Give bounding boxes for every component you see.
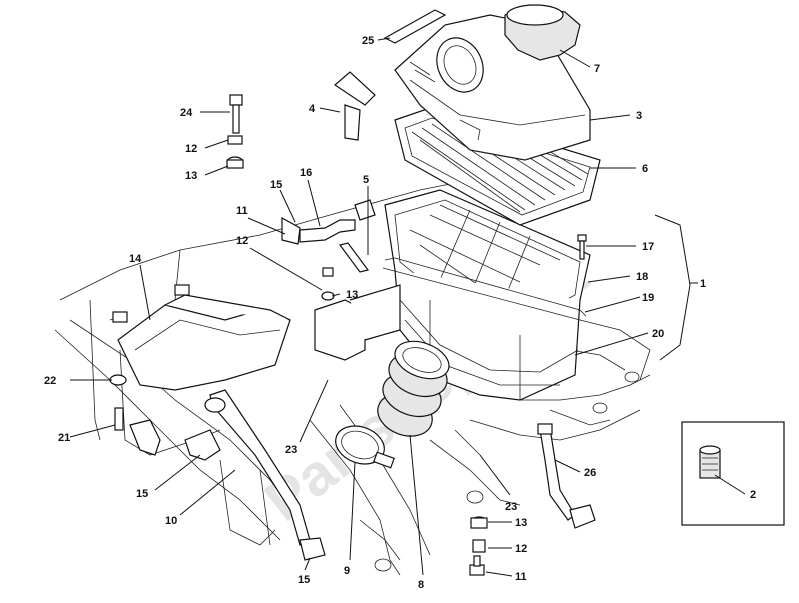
- callout-16: 16: [300, 167, 312, 179]
- callout-7: 7: [594, 63, 600, 75]
- plate-part: [383, 9, 447, 44]
- callout-18: 18: [636, 271, 648, 283]
- bracket-lower: [129, 419, 221, 461]
- bolt-stack-bottom: [469, 516, 488, 576]
- callout-13-bottom: 13: [515, 517, 527, 529]
- callout-17: 17: [642, 241, 654, 253]
- callout-8: 8: [418, 579, 424, 591]
- airbox-base: [382, 189, 591, 401]
- leader-lines: [69, 37, 746, 577]
- callout-3: 3: [636, 110, 642, 122]
- intake-rubber: [377, 340, 450, 437]
- hose-clamp: [335, 425, 395, 469]
- breather-hose: [281, 199, 376, 273]
- mounting-bracket: [314, 267, 401, 361]
- callout-12-top: 12: [185, 143, 197, 155]
- callout-26: 26: [584, 467, 596, 479]
- callout-20: 20: [652, 328, 664, 340]
- clip-part: [334, 71, 376, 141]
- callout-22: 22: [44, 375, 56, 387]
- callout-9: 9: [344, 565, 350, 577]
- callout-24: 24: [180, 107, 193, 119]
- callout-23-right: 23: [505, 501, 517, 513]
- drain-hose: [204, 389, 326, 561]
- callout-2: 2: [750, 489, 756, 501]
- breather-tube: [537, 423, 596, 529]
- callout-23-left: 23: [285, 444, 297, 456]
- callout-12-mid: 12: [236, 235, 248, 247]
- callout-1: 1: [700, 278, 706, 290]
- bolt-stack-top: [226, 94, 244, 169]
- callout-11-bottom: 11: [515, 571, 527, 583]
- group-bracket-1: [654, 214, 691, 361]
- callout-10: 10: [165, 515, 177, 527]
- callout-labels: 25 7 24 4 3 12 13 16 5 6 15 11 17 12 14 …: [44, 35, 756, 591]
- callout-15-left: 15: [136, 488, 148, 500]
- callout-25: 25: [362, 35, 374, 47]
- callout-4: 4: [309, 103, 316, 115]
- callout-21: 21: [58, 432, 70, 444]
- bolt-21: [114, 407, 124, 431]
- callout-15-bottom: 15: [298, 574, 310, 586]
- callout-12-bottom: 12: [515, 543, 527, 555]
- callout-13-mid: 13: [346, 289, 358, 301]
- callout-11-top: 11: [236, 205, 248, 217]
- intake-boot: [504, 4, 581, 61]
- callout-13-top: 13: [185, 170, 197, 182]
- callout-15-top: 15: [270, 179, 282, 191]
- callout-19: 19: [642, 292, 654, 304]
- screw-part: [577, 234, 587, 260]
- callout-6: 6: [642, 163, 648, 175]
- callout-5: 5: [363, 174, 369, 186]
- intake-duct: [109, 284, 291, 456]
- callout-14: 14: [129, 253, 142, 265]
- inset-detail: [681, 421, 785, 526]
